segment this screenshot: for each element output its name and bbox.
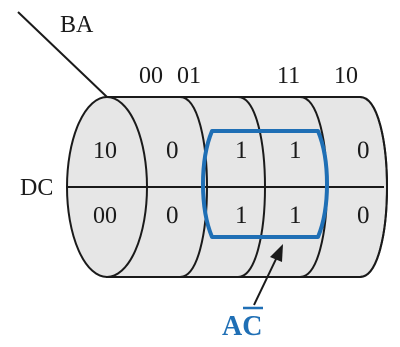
group-label-a: A bbox=[222, 311, 243, 342]
cell-top-11: 1 bbox=[289, 137, 302, 164]
group-label-c: C bbox=[242, 311, 262, 342]
cell-bottom-01: 1 bbox=[235, 202, 248, 229]
group-pointer-arrowhead bbox=[270, 244, 283, 262]
cell-top-00: 0 bbox=[166, 137, 179, 164]
cell-bottom-11: 1 bbox=[289, 202, 302, 229]
col-code-01: 01 bbox=[177, 63, 201, 89]
cell-top-10: 0 bbox=[357, 137, 370, 164]
group-label: AC bbox=[222, 311, 262, 342]
col-code-11: 11 bbox=[277, 63, 300, 89]
cylinder-body bbox=[106, 96, 388, 278]
col-code-00: 00 bbox=[139, 63, 163, 89]
corner-label-ba: BA bbox=[60, 12, 94, 38]
row-code-00: 00 bbox=[93, 203, 117, 229]
cell-top-01: 1 bbox=[235, 137, 248, 164]
group-highlight-loop bbox=[201, 129, 329, 239]
column-separator-1 bbox=[179, 96, 208, 278]
column-separator-2 bbox=[237, 96, 266, 278]
row-code-10: 10 bbox=[93, 138, 117, 164]
col-code-10: 10 bbox=[334, 63, 358, 89]
corner-divider-line bbox=[17, 11, 108, 98]
group-pointer-line bbox=[253, 256, 278, 306]
row-axis-label-dc: DC bbox=[20, 175, 53, 201]
cell-bottom-10: 0 bbox=[357, 202, 370, 229]
cell-bottom-00: 0 bbox=[166, 202, 179, 229]
